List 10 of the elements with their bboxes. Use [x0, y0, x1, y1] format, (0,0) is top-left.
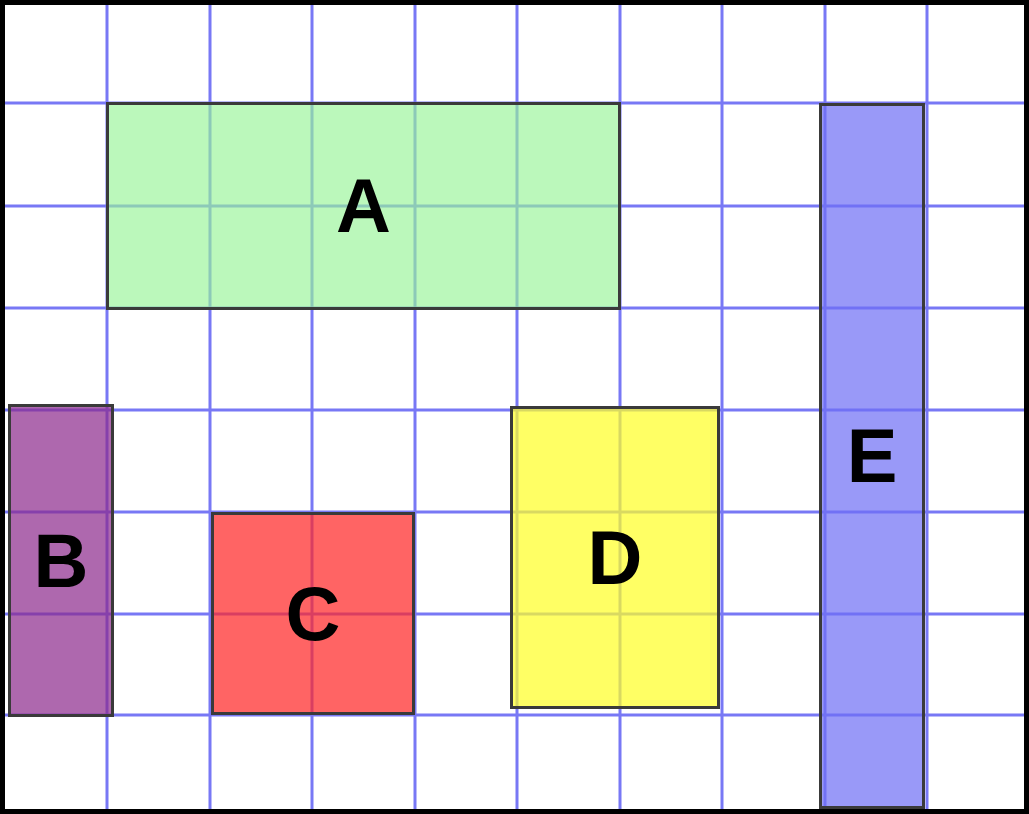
- shape-label: B: [33, 522, 89, 599]
- shape-label: A: [336, 168, 391, 244]
- rectangle: [510, 406, 720, 709]
- rectangle: [211, 512, 415, 715]
- rectangle: [106, 102, 621, 310]
- shape-label: D: [587, 519, 643, 596]
- rectangle: [8, 404, 114, 717]
- rectangle: [819, 103, 925, 809]
- shape-label: C: [285, 575, 341, 652]
- shape-label: E: [846, 418, 898, 494]
